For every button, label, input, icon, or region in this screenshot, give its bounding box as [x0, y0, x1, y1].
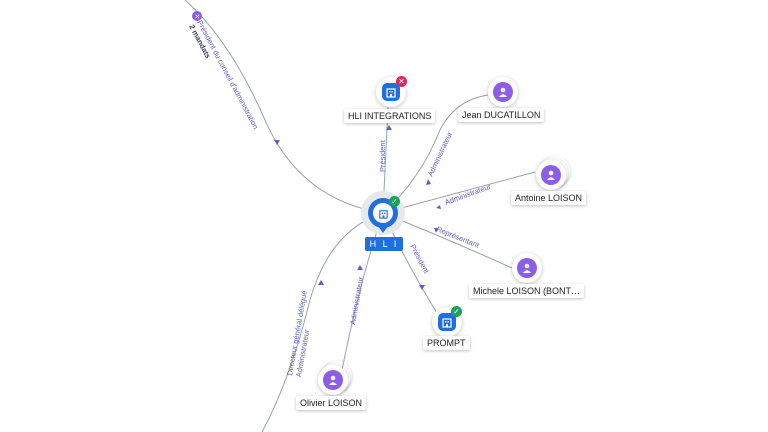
- arrow-marker: [274, 140, 280, 145]
- node-label-antoine-loison[interactable]: Antoine LOISON: [511, 191, 587, 205]
- person-icon: [517, 258, 537, 278]
- close-glyph: ✕: [195, 14, 201, 21]
- arrow-marker: [386, 125, 392, 130]
- company-node-prompt[interactable]: ✓: [432, 306, 462, 337]
- arrow-marker: [419, 285, 425, 290]
- center-node-label[interactable]: H L I: [365, 237, 403, 251]
- company-node-hli-integrations[interactable]: ✕: [376, 76, 407, 107]
- person-icon: [493, 82, 513, 102]
- edge-label-admin-olivier: Administrateur: [348, 276, 365, 326]
- person-node-antoine-loison[interactable]: [536, 156, 570, 190]
- edge-label-president-prompt: Président: [408, 243, 431, 276]
- node-label-hli-integrations[interactable]: HLI INTEGRATIONS: [344, 109, 436, 123]
- close-icon: ✕: [396, 76, 407, 87]
- arrow-marker: [318, 280, 324, 285]
- edge-top-left: [184, 0, 384, 214]
- check-icon: ✓: [389, 196, 400, 207]
- edge-label-president-ca: Président du conseil d'administration: [195, 19, 260, 131]
- arrow-marker: [426, 179, 431, 185]
- building-icon: [382, 83, 400, 101]
- node-label-prompt[interactable]: PROMPT: [423, 336, 470, 350]
- arrow-marker: [434, 228, 438, 233]
- node-label-michele-loison[interactable]: Michele LOISON (BONT…: [469, 284, 585, 298]
- person-node-olivier-loison[interactable]: [318, 361, 352, 395]
- node-label-olivier-loison[interactable]: Olivier LOISON: [296, 396, 367, 410]
- arrow-marker: [357, 265, 363, 270]
- node-label-jean-ducatillon[interactable]: Jean DUCATILLON: [458, 108, 545, 122]
- check-icon: ✓: [451, 306, 462, 317]
- edge-label-president-top: Président: [378, 139, 387, 172]
- arrow-marker: [436, 205, 441, 209]
- close-circle-icon[interactable]: [192, 11, 202, 21]
- person-node-jean-ducatillon[interactable]: [488, 77, 518, 107]
- person-icon: [541, 165, 561, 185]
- building-icon: [438, 313, 456, 331]
- person-node-michele-loison[interactable]: [512, 253, 542, 283]
- edge-label-admin-jean: Administrateur: [426, 130, 455, 178]
- center-node-hli[interactable]: ✓: [361, 191, 405, 235]
- building-icon: [373, 203, 393, 223]
- edge-jean: [382, 94, 489, 214]
- edge-dg: [261, 212, 384, 432]
- person-icon: [323, 370, 343, 390]
